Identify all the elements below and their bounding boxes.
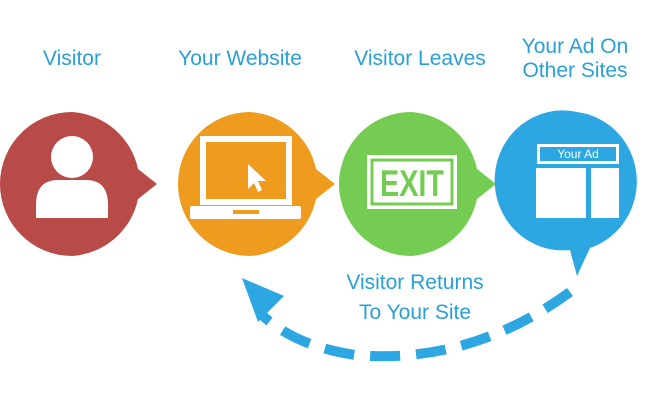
- step-label-visitor-leaves: Visitor Leaves: [354, 47, 486, 70]
- laptop-cursor-icon: [190, 136, 301, 219]
- return-arrow-head: [242, 278, 284, 322]
- ad-box-text: Your Ad: [557, 147, 599, 161]
- step-visitor-leaves: EXIT: [339, 112, 496, 256]
- webpage-ad-icon: Your Ad: [536, 144, 619, 218]
- return-label: Visitor Returns To Your Site: [346, 271, 484, 324]
- person-icon: [36, 136, 108, 218]
- step-visitor: [0, 112, 157, 256]
- return-arrow: [242, 278, 573, 362]
- exit-sign-text: EXIT: [380, 164, 444, 205]
- step-your-website: [178, 112, 335, 256]
- return-arrow-path: [258, 287, 573, 362]
- exit-sign-icon: EXIT: [367, 155, 457, 209]
- step-label-visitor: Visitor: [43, 47, 101, 70]
- step-label-your-ad-on-other-sites: Your Ad On Other Sites: [521, 35, 629, 82]
- step-label-your-website: Your Website: [178, 47, 302, 70]
- step-your-ad-on-other-sites: Your Ad: [494, 110, 637, 276]
